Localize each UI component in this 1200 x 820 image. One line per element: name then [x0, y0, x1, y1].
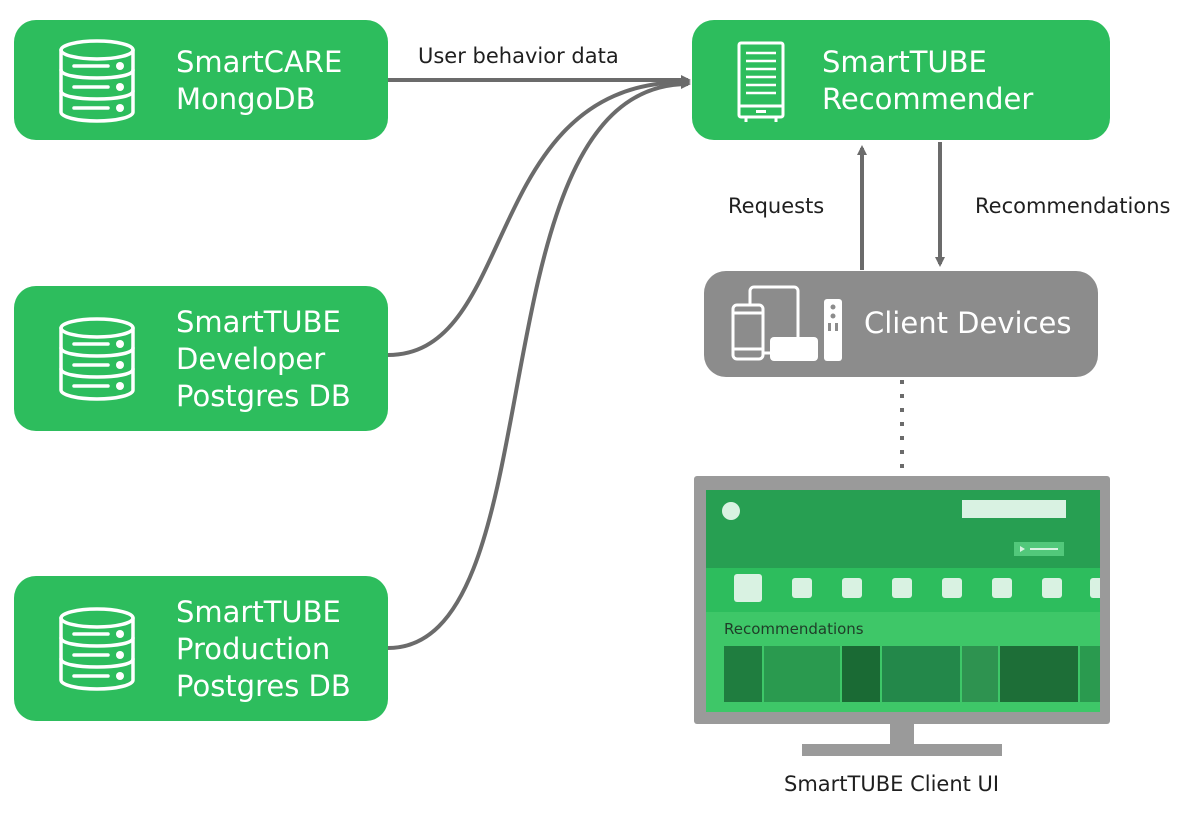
client-ui-caption: SmartTUBE Client UI [784, 772, 1000, 796]
smartcare-mongodb-label: SmartCARE MongoDB [176, 45, 343, 116]
recommendation-card [764, 646, 840, 702]
recommendation-card [882, 646, 960, 702]
edge-label-user-behavior: User behavior data [418, 44, 619, 68]
recommendation-card [962, 646, 998, 702]
category-tile [1090, 578, 1100, 598]
database-icon [59, 39, 135, 123]
recommendation-card [1000, 646, 1078, 702]
recommender-node: SmartTUBE Recommender [692, 20, 1110, 140]
category-tile [992, 578, 1012, 598]
category-tile [842, 578, 862, 598]
edge-devdb-to-recommender [387, 76, 691, 357]
recommendation-card [842, 646, 880, 702]
category-tile-selected [734, 574, 762, 602]
avatar [722, 502, 740, 520]
recommendations-row-label: Recommendations [724, 620, 864, 638]
server-rack-icon [737, 41, 785, 122]
recommendation-card [1080, 646, 1100, 702]
tv-stand-neck [890, 724, 914, 744]
category-tile [792, 578, 812, 598]
category-tile [892, 578, 912, 598]
category-tile [942, 578, 962, 598]
production-postgres-node: SmartTUBE Production Postgres DB [14, 576, 388, 721]
devices-icon [731, 285, 842, 361]
client-devices-label: Client Devices [864, 306, 1072, 340]
play-icon [1020, 546, 1025, 552]
developer-postgres-label: SmartTUBE Developer Postgres DB [176, 305, 351, 413]
search-bar [962, 500, 1066, 518]
recommender-label: SmartTUBE Recommender [822, 45, 1034, 116]
production-postgres-label: SmartTUBE Production Postgres DB [176, 595, 351, 703]
edge-label-requests: Requests [728, 194, 825, 218]
category-tile [1042, 578, 1062, 598]
client-devices-node: Client Devices [704, 271, 1098, 377]
play-button [1014, 542, 1064, 556]
tv-screen: Recommendations [706, 490, 1100, 712]
edge-label-recommendations: Recommendations [975, 194, 1171, 218]
tv-frame: Recommendations [694, 476, 1110, 724]
smartcare-mongodb-node: SmartCARE MongoDB [14, 20, 388, 140]
recommendations-row: Recommendations [706, 612, 1100, 712]
database-icon [59, 317, 135, 401]
tv-stand-base [802, 744, 1002, 756]
screen-header [706, 490, 1100, 568]
edge-proddb-to-recommender [387, 79, 691, 650]
recommendation-card [724, 646, 762, 702]
progress-line [1030, 548, 1058, 550]
database-icon [59, 607, 135, 691]
developer-postgres-node: SmartTUBE Developer Postgres DB [14, 286, 388, 431]
